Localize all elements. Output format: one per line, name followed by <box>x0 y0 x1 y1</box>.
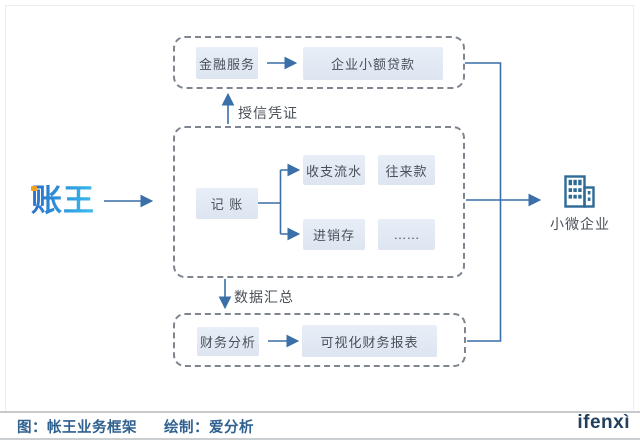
footer-caption: 图：帐王业务框架 绘制：爱分析 <box>17 416 254 437</box>
edge-label-data-aggregate: 数据汇总 <box>234 289 294 305</box>
finance-service-group <box>173 36 465 89</box>
right-bus-connector <box>465 62 502 342</box>
node-more-ellipsis: …… <box>378 219 435 250</box>
zhangwang-logo: 账王 <box>31 183 95 218</box>
node-inventory: 进销存 <box>303 219 365 250</box>
building-icon <box>564 175 595 208</box>
node-visual-report: 可视化财务报表 <box>302 325 437 357</box>
node-financial-analysis: 财务分析 <box>197 327 259 356</box>
node-bookkeeping: 记 账 <box>196 188 258 219</box>
caption-figure-title: 图：帐王业务框架 <box>17 420 137 436</box>
edge-label-credit-voucher: 授信凭证 <box>238 105 298 121</box>
ifenxi-logo: ifenxì <box>577 412 630 433</box>
node-finance-service: 金融服务 <box>196 47 258 79</box>
caption-credit: 绘制：爱分析 <box>164 420 254 436</box>
node-receivables: 往来款 <box>378 155 435 185</box>
node-cash-flow: 收支流水 <box>303 155 365 185</box>
target-enterprise-label: 小微企业 <box>550 216 610 232</box>
footer-divider <box>0 411 640 413</box>
analysis-group <box>173 313 466 367</box>
logo-accent-dot <box>31 186 37 191</box>
target-enterprise: 小微企业 <box>545 173 615 234</box>
node-small-loan: 企业小额贷款 <box>303 47 443 80</box>
bottom-edge-line <box>0 438 640 440</box>
bookkeeping-group <box>173 126 465 278</box>
